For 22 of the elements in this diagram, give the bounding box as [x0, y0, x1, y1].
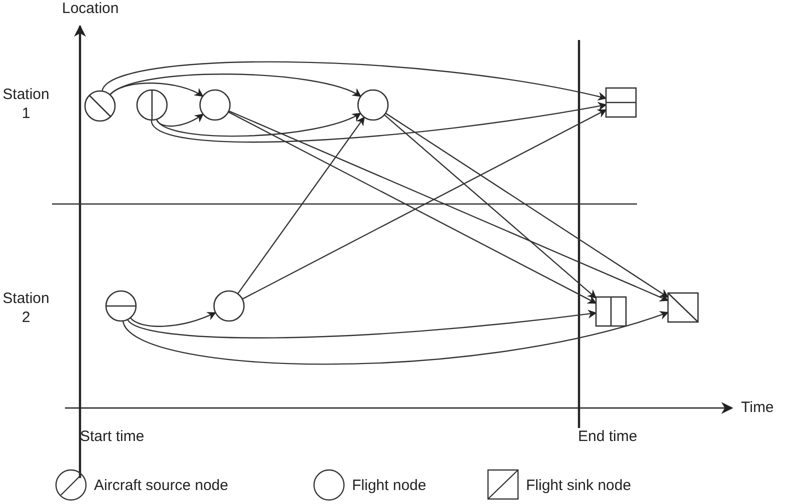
legend-text: Flight sink node	[526, 476, 632, 494]
arrow	[156, 114, 204, 127]
legend-text: Flight node	[352, 476, 426, 494]
time-label: End time	[578, 428, 638, 447]
arrow	[150, 102, 607, 143]
time-label: Start time	[80, 428, 144, 447]
legend-text: Aircraft source node	[94, 476, 228, 494]
arrow	[385, 112, 669, 298]
arrow	[228, 110, 669, 302]
arrow	[127, 309, 597, 338]
arrow	[110, 74, 362, 97]
arrow	[130, 312, 216, 327]
arrow	[384, 114, 597, 299]
arrow	[237, 116, 365, 294]
axis-label: Time	[741, 399, 774, 418]
arrow	[102, 61, 607, 101]
arrow	[122, 310, 669, 365]
axis-label: Location	[62, 0, 119, 19]
arrow	[156, 112, 362, 137]
arrow	[110, 82, 204, 97]
station-label: Station 1	[2, 86, 50, 124]
station-label: Station 2	[2, 290, 50, 328]
